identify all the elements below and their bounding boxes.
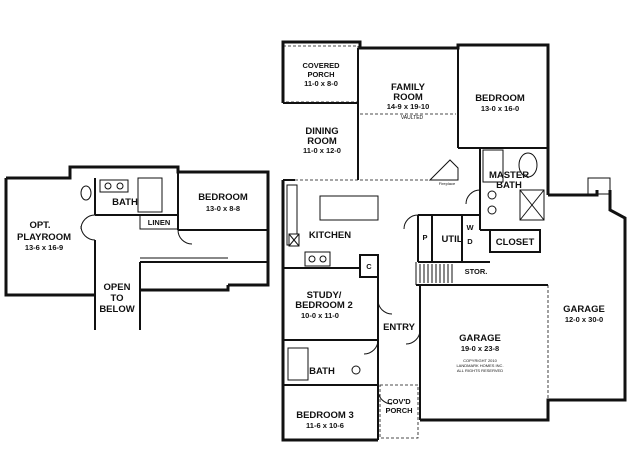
main-bedroom-name: BEDROOM (475, 93, 525, 104)
copyright-1: COPYRIGHT 2010 (463, 358, 497, 363)
covered-porch-dims: 11-0 x 8-0 (304, 79, 338, 88)
open-to-below-2: TO (110, 293, 123, 304)
closet-label: CLOSET (496, 237, 535, 248)
garage-main-name: GARAGE (459, 333, 501, 344)
upper-floor: OPT. PLAYROOM 13-6 x 16-9 BATH LINEN BED… (4, 165, 270, 330)
garage-main-dims: 19-0 x 23-8 (461, 344, 499, 353)
linen-label: LINEN (148, 218, 171, 227)
study-name-1: STUDY/ (307, 290, 342, 301)
family-room-name-1: FAMILY (391, 82, 426, 93)
family-room-name-2: ROOM (393, 92, 423, 103)
main-bath-label: BATH (309, 366, 335, 377)
family-room-note: VAULTED (401, 115, 424, 121)
garage-side-name: GARAGE (563, 304, 605, 315)
master-bath-name-2: BATH (496, 180, 522, 191)
covd-porch-name-2: PORCH (385, 406, 412, 415)
main-stair (415, 262, 453, 285)
study-dims: 10-0 x 11-0 (301, 311, 339, 320)
main-bedroom-dims: 13-0 x 16-0 (481, 104, 519, 113)
study-name-2: BEDROOM 2 (295, 300, 353, 311)
open-to-below-3: BELOW (99, 304, 134, 315)
playroom-name-2: PLAYROOM (17, 232, 71, 243)
dining-room-name-2: ROOM (307, 136, 337, 147)
upper-bedroom-dims: 13-0 x 8-8 (206, 204, 240, 213)
upper-bedroom-name: BEDROOM (198, 192, 248, 203)
bedroom3-name: BEDROOM 3 (296, 410, 354, 421)
master-bath-name-1: MASTER (489, 170, 529, 181)
kitchen-label: KITCHEN (309, 230, 351, 241)
pantry-label: P (422, 233, 427, 242)
main-floor: COVERED PORCH 11-0 x 8-0 FAMILY ROOM 14-… (281, 40, 627, 442)
upper-stair (139, 257, 228, 285)
coat-closet-label: C (366, 262, 372, 271)
garage-side-dims: 12-0 x 30-0 (565, 315, 603, 324)
playroom-name-1: OPT. (29, 220, 50, 231)
washer-label: W (466, 223, 474, 232)
dining-room-name-1: DINING (305, 126, 338, 137)
covered-porch-name-1: COVERED (302, 61, 340, 70)
covered-porch-name-2: PORCH (307, 70, 334, 79)
open-to-below-1: OPEN (104, 282, 131, 293)
bedroom3-dims: 11-6 x 10-6 (306, 421, 344, 430)
dining-room-dims: 11-0 x 12-0 (303, 146, 341, 155)
fireplace-label: Fireplace (439, 181, 456, 186)
family-room-dims: 14-9 x 19-10 (387, 102, 430, 111)
upper-bath-label: BATH (112, 197, 138, 208)
covd-porch-name-1: COV'D (387, 397, 411, 406)
util-label: UTIL (441, 234, 462, 245)
playroom-dims: 13-6 x 16-9 (25, 243, 63, 252)
storage-label: STOR. (465, 267, 488, 276)
copyright-2: LANDMARK HOMES INC. (456, 363, 503, 368)
dryer-label: D (467, 237, 473, 246)
entry-label: ENTRY (383, 322, 416, 333)
copyright-3: ALL RIGHTS RESERVED (457, 368, 503, 373)
